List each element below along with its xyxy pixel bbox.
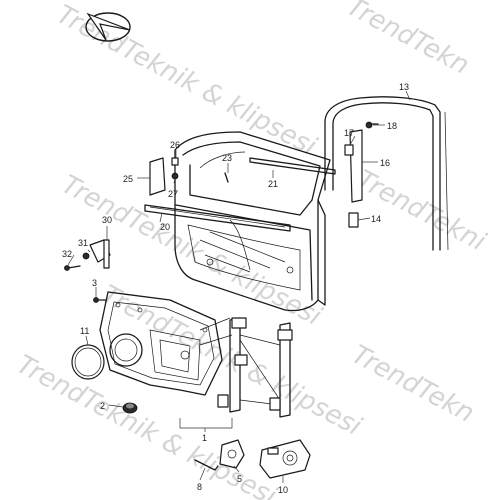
speaker-seal <box>71 344 105 380</box>
callout-32: 32 <box>62 249 72 259</box>
window-motor <box>259 439 311 479</box>
callout-27: 27 <box>168 189 178 199</box>
nut-icon <box>171 172 179 180</box>
callout-14: 14 <box>371 214 381 224</box>
callout-26: 26 <box>170 140 180 150</box>
watermark-text: TrendTeknik & klipsesi <box>52 0 322 162</box>
callout-11: 11 <box>80 326 89 336</box>
grommet-icon <box>122 402 138 414</box>
mirror-trim-cover <box>149 157 166 196</box>
callout-20: 20 <box>160 222 170 232</box>
callout-2: 2 <box>100 401 105 411</box>
callout-13: 13 <box>399 82 409 92</box>
bolt-icon <box>224 172 229 183</box>
callout-8: 8 <box>197 482 202 492</box>
item-1-bracket <box>179 418 233 429</box>
door-module-carrier <box>99 291 223 396</box>
cable-end <box>194 459 219 471</box>
outer-waist-seal <box>249 157 336 175</box>
direction-logo-icon <box>85 12 131 42</box>
callout-25: 25 <box>123 174 133 184</box>
callout-16: 16 <box>380 158 390 168</box>
clip-part <box>171 157 179 166</box>
callout-30: 30 <box>102 215 112 225</box>
door-hinge <box>64 239 111 271</box>
callout-21: 21 <box>268 179 278 189</box>
watermark-text: TrendTekn <box>347 340 479 429</box>
watermark-text: TrendTekn <box>342 0 474 81</box>
callout-17: 17 <box>344 128 354 138</box>
callout-23: 23 <box>222 153 232 163</box>
door-shell <box>174 131 331 312</box>
window-regulator <box>199 317 293 418</box>
window-guide-rail <box>349 129 363 203</box>
screw-icon <box>93 297 107 303</box>
bolt-icon <box>365 121 379 129</box>
callout-31: 31 <box>78 238 88 248</box>
callout-3: 3 <box>92 278 97 288</box>
drive-plate <box>219 439 245 469</box>
callout-1: 1 <box>202 433 207 443</box>
window-frame-seal <box>324 96 449 251</box>
callout-5: 5 <box>237 474 242 484</box>
callout-18: 18 <box>387 121 397 131</box>
waist-seal-strip <box>144 204 291 232</box>
guide-clip <box>344 144 354 156</box>
callout-10: 10 <box>278 485 288 495</box>
watermark-text: TrendTekni <box>352 165 491 258</box>
small-bracket <box>348 212 359 228</box>
